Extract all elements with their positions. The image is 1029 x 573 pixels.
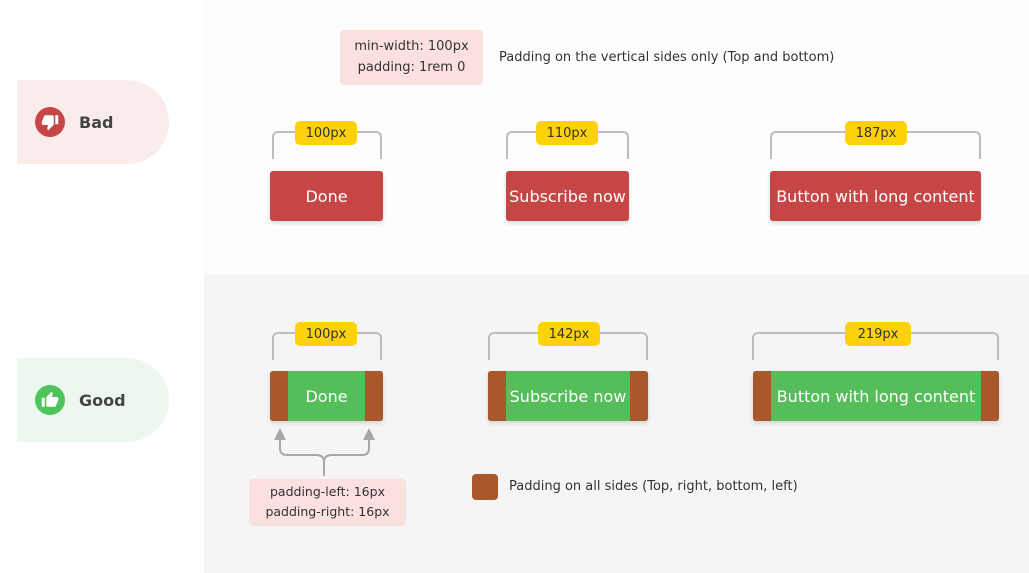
padding-right-block bbox=[981, 371, 999, 421]
arrow-left-head bbox=[274, 428, 286, 440]
bottom-note-line1: padding-left: 16px bbox=[270, 484, 385, 499]
bad-button-long[interactable]: Button with long content bbox=[770, 171, 981, 221]
padding-left-block bbox=[488, 371, 506, 421]
bottom-css-note: padding-left: 16px padding-right: 16px bbox=[249, 479, 406, 526]
bad-button-done[interactable]: Done bbox=[270, 171, 383, 221]
good-button-long-label: Button with long content bbox=[776, 386, 976, 406]
padding-left-block bbox=[270, 371, 288, 421]
bad-width-badge-2: 110px bbox=[536, 121, 598, 145]
thumbs-up-icon bbox=[35, 385, 65, 415]
good-button-long[interactable]: Button with long content bbox=[753, 371, 999, 421]
padding-right-block bbox=[630, 371, 648, 421]
good-button-done[interactable]: Done bbox=[270, 371, 383, 421]
top-css-note: min-width: 100px padding: 1rem 0 bbox=[340, 30, 483, 85]
bottom-note-line2: padding-right: 16px bbox=[265, 504, 390, 519]
good-button-subscribe-label: Subscribe now bbox=[509, 386, 627, 406]
top-caption: Padding on the vertical sides only (Top … bbox=[499, 50, 835, 65]
bad-legend-pill: Bad bbox=[17, 80, 169, 164]
top-note-line2: padding: 1rem 0 bbox=[357, 60, 466, 75]
good-button-done-label: Done bbox=[305, 386, 348, 406]
thumbs-down-icon bbox=[35, 107, 65, 137]
bad-label: Bad bbox=[79, 112, 114, 132]
bottom-caption: Padding on all sides (Top, right, bottom… bbox=[509, 479, 798, 494]
padding-color-swatch bbox=[472, 474, 498, 500]
good-width-badge-3: 219px bbox=[845, 322, 911, 346]
bad-button-done-label: Done bbox=[305, 186, 348, 206]
good-width-badge-1: 100px bbox=[295, 322, 357, 346]
padding-left-block bbox=[753, 371, 771, 421]
arrow-right-head bbox=[363, 428, 375, 440]
padding-right-block bbox=[365, 371, 383, 421]
top-note-line1: min-width: 100px bbox=[354, 39, 469, 54]
bad-button-subscribe-label: Subscribe now bbox=[509, 186, 626, 206]
bad-button-long-label: Button with long content bbox=[776, 186, 975, 206]
bad-width-badge-3: 187px bbox=[845, 121, 907, 145]
good-width-badge-2: 142px bbox=[538, 322, 600, 346]
good-legend-pill: Good bbox=[17, 358, 169, 442]
good-button-subscribe[interactable]: Subscribe now bbox=[488, 371, 648, 421]
bad-width-badge-1: 100px bbox=[295, 121, 357, 145]
bad-button-subscribe[interactable]: Subscribe now bbox=[506, 171, 629, 221]
good-label: Good bbox=[79, 390, 126, 410]
